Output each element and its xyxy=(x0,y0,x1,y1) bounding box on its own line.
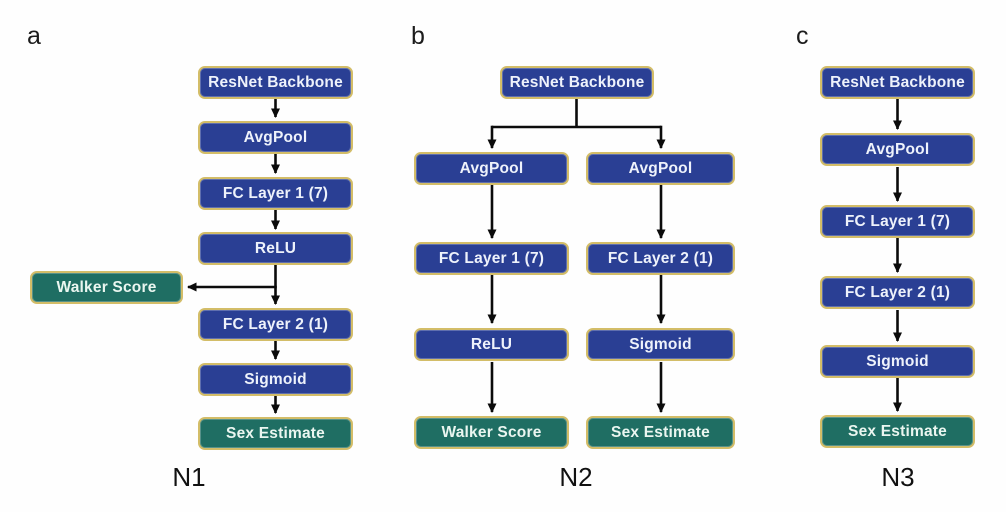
node-b-resnet-backbone: ResNet Backbone xyxy=(500,66,654,99)
node-b-fc-layer-2: FC Layer 2 (1) xyxy=(586,242,735,275)
node-b-walker-score: Walker Score xyxy=(414,416,569,449)
node-a-avgpool: AvgPool xyxy=(198,121,353,154)
node-b-sex-estimate: Sex Estimate xyxy=(586,416,735,449)
node-c-avgpool: AvgPool xyxy=(820,133,975,166)
branch-b-stem xyxy=(492,99,661,129)
node-a-sex-estimate: Sex Estimate xyxy=(198,417,353,450)
net-name-n2: N2 xyxy=(559,462,593,492)
node-a-resnet-backbone: ResNet Backbone xyxy=(198,66,353,99)
panel-label-b: b xyxy=(411,22,425,50)
net-name-n3: N3 xyxy=(881,462,915,492)
node-c-sex-estimate: Sex Estimate xyxy=(820,415,975,448)
node-b-relu: ReLU xyxy=(414,328,569,361)
node-a-fc-layer-1: FC Layer 1 (7) xyxy=(198,177,353,210)
node-a-fc-layer-2: FC Layer 2 (1) xyxy=(198,308,353,341)
node-b-avgpool-right: AvgPool xyxy=(586,152,735,185)
node-b-sigmoid: Sigmoid xyxy=(586,328,735,361)
panel-label-c: c xyxy=(796,22,809,50)
node-a-walker-score: Walker Score xyxy=(30,271,183,304)
node-b-avgpool-left: AvgPool xyxy=(414,152,569,185)
panel-label-a: a xyxy=(27,22,41,50)
node-c-resnet-backbone: ResNet Backbone xyxy=(820,66,975,99)
net-name-n1: N1 xyxy=(172,462,206,492)
node-a-sigmoid: Sigmoid xyxy=(198,363,353,396)
node-c-fc-layer-1: FC Layer 1 (7) xyxy=(820,205,975,238)
node-a-relu: ReLU xyxy=(198,232,353,265)
node-b-fc-layer-1: FC Layer 1 (7) xyxy=(414,242,569,275)
node-c-sigmoid: Sigmoid xyxy=(820,345,975,378)
node-c-fc-layer-2: FC Layer 2 (1) xyxy=(820,276,975,309)
